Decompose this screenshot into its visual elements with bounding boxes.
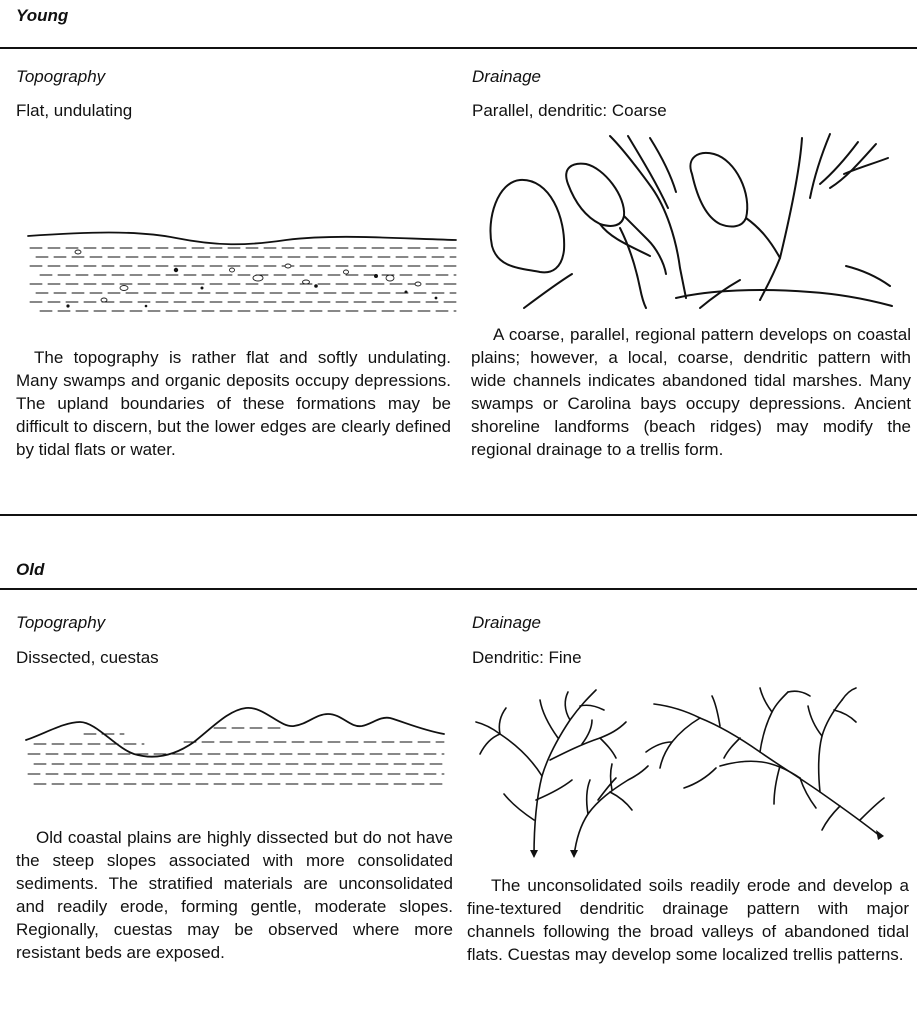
drainage-subheading: Parallel, dendritic: Coarse [472,101,667,121]
coarse-dendritic-drainage-sketch [480,128,900,318]
section-divider [0,588,917,590]
topography-subheading: Dissected, cuestas [16,648,159,668]
drainage-subheading: Dendritic: Fine [472,648,582,668]
flat-topography-sketch [26,226,466,316]
drainage-heading: Drainage [472,613,541,633]
cuesta-topography-sketch [24,698,454,798]
topography-description: The topography is rather flat and softly… [16,346,451,461]
topography-description: Old coastal plains are highly dissected … [16,826,453,964]
section-title-young: Young [16,6,68,26]
section-divider [0,514,917,516]
drainage-description: The unconsolidated soils readily erode a… [467,874,909,966]
topography-subheading: Flat, undulating [16,101,132,121]
topography-heading: Topography [16,613,105,633]
drainage-description: A coarse, parallel, regional pattern dev… [471,323,911,461]
fine-dendritic-drainage-sketch [470,680,910,860]
drainage-heading: Drainage [472,67,541,87]
section-title-old: Old [16,560,44,580]
topography-heading: Topography [16,67,105,87]
section-divider [0,47,917,49]
